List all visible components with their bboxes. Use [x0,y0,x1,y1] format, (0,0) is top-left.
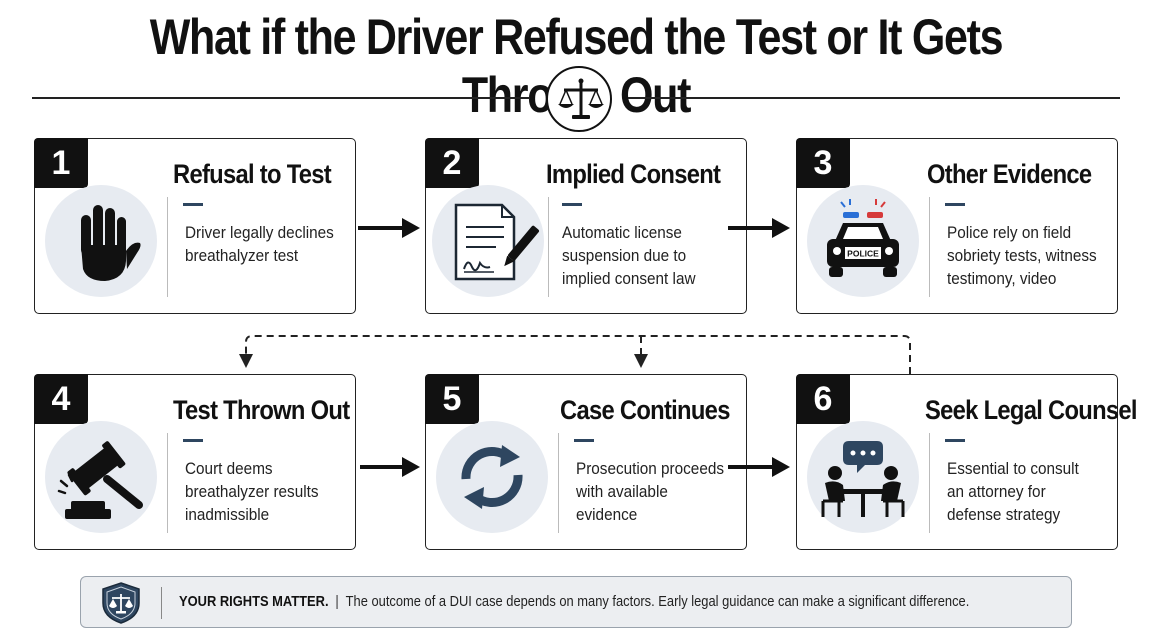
step-title: Seek Legal Counsel [925,395,1138,425]
signed-document-icon [432,185,544,297]
step-card-case-continues: 5 Case Continues Prosecution proceeds wi… [425,374,747,550]
footer-label: YOUR RIGHTS MATTER. [179,593,329,610]
step-description: Essential to consult an attorney for def… [947,459,1079,524]
card-divider [167,433,168,533]
footer-divider [161,587,162,619]
footer-banner: YOUR RIGHTS MATTER. | The outcome of a DUI… [80,576,1072,628]
card-divider [929,197,930,297]
card-divider [548,197,549,297]
arrow-5-to-6 [728,457,790,477]
footer-message: The outcome of a DUI case depends on man… [345,593,970,610]
step-number-badge: 2 [425,138,479,188]
police-car-icon: POLICE [807,185,919,297]
accent-bar [945,439,965,442]
arrow-1-to-2 [358,218,420,238]
arrow-4-to-5 [360,457,420,477]
footer-text: YOUR RIGHTS MATTER. | The outcome of a DUI… [179,593,969,610]
step-title: Refusal to Test [173,159,332,189]
step-number-badge: 1 [34,138,88,188]
accent-bar [183,439,203,442]
step-number-badge: 4 [34,374,88,424]
step-card-refusal: 1 Refusal to Test Driver legally decline… [34,138,356,314]
scales-of-justice-icon [546,66,612,132]
step-card-other-evidence: 3 Other Evidence Police rely on field so… [796,138,1118,314]
step-description: Police rely on field sobriety tests, wit… [947,223,1097,288]
step-number-badge: 6 [796,374,850,424]
step-description: Prosecution proceeds with available evid… [576,459,724,524]
title-divider-left [32,97,530,99]
step-description: Automatic license suspension due to impl… [562,223,696,288]
step-card-legal-counsel: 6 Seek Legal Counsel Essential to consul… [796,374,1138,550]
step-title: Other Evidence [927,159,1092,189]
step-card-implied-consent: 2 Implied Consent Automatic license susp… [425,138,747,314]
accent-bar [574,439,594,442]
card-divider [558,433,559,533]
shield-scales-icon [102,582,140,624]
step-title: Implied Consent [546,159,721,189]
accent-bar [183,203,203,206]
card-divider [929,433,930,533]
card-divider [167,197,168,297]
step-number-badge: 3 [796,138,850,188]
step-title: Test Thrown Out [173,395,350,425]
cycle-arrows-icon [436,421,548,533]
step-description: Court deems breathalyzer results inadmis… [185,459,319,524]
accent-bar [562,203,582,206]
title-divider-right [628,97,1120,99]
step-title: Case Continues [560,395,730,425]
gavel-icon [45,421,157,533]
arrow-2-to-3 [728,218,790,238]
raised-hand-icon [45,185,157,297]
footer-separator: | [335,593,339,610]
step-number-badge: 5 [425,374,479,424]
step-description: Driver legally declines breathalyzer tes… [185,223,334,265]
consultation-icon [807,421,919,533]
accent-bar [945,203,965,206]
police-label: POLICE [847,249,879,259]
step-card-test-thrown-out: 4 Test Thrown Out Court deems breathalyz… [34,374,356,550]
